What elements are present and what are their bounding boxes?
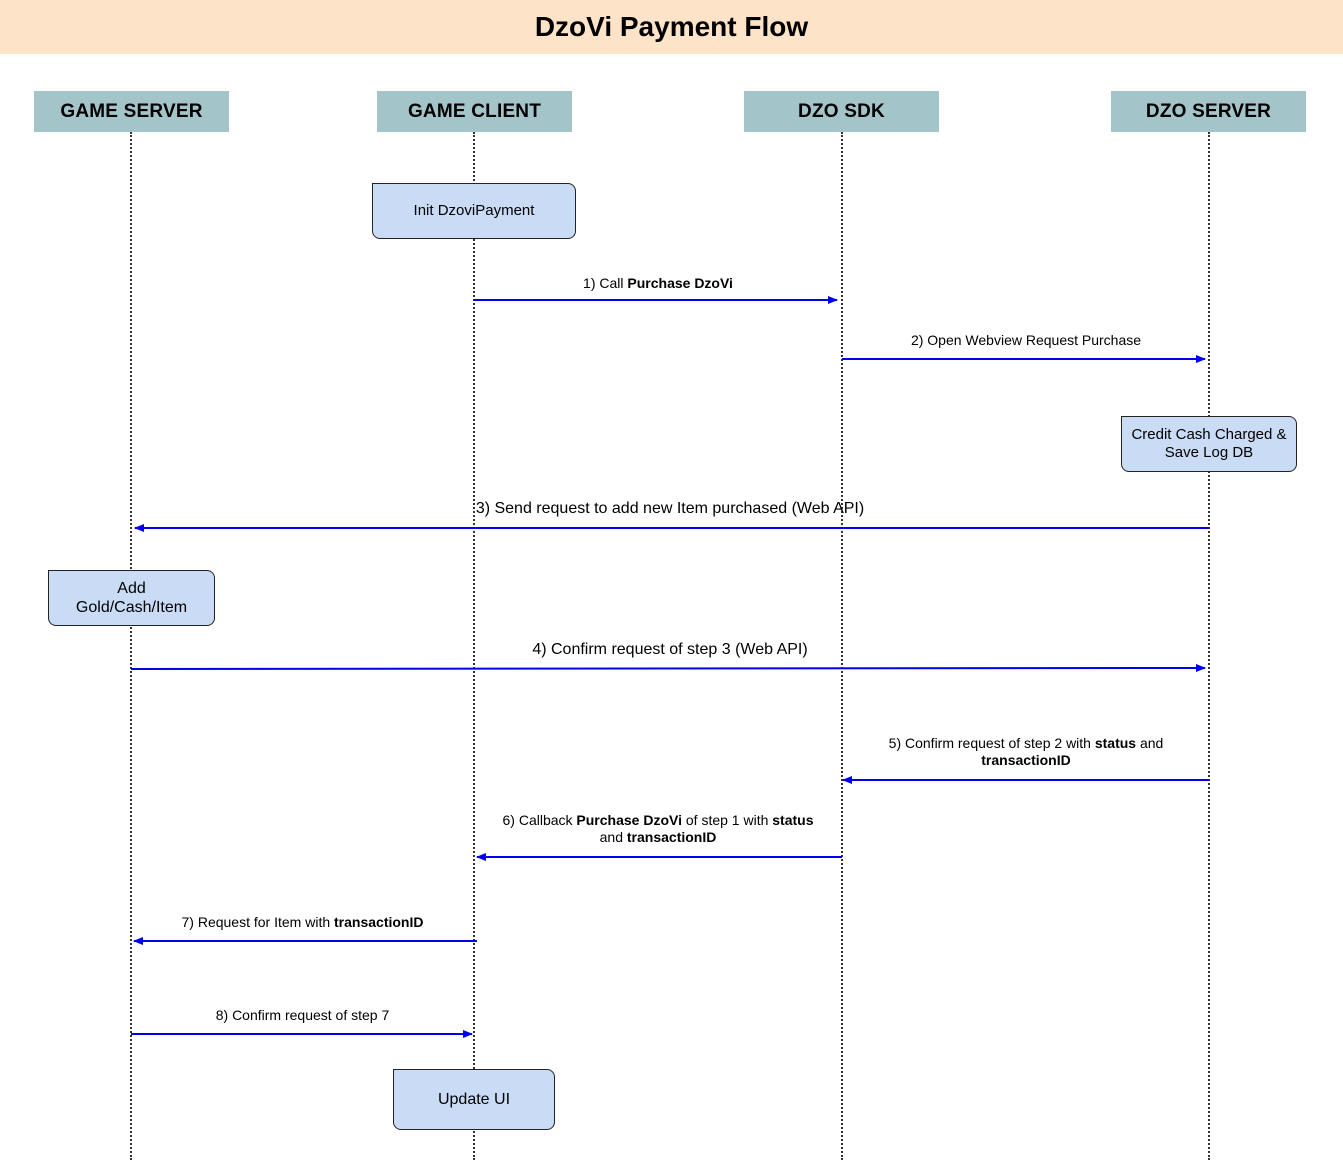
lifeline-game-server (130, 132, 132, 1160)
note-add-gold-cash-item: Add Gold/Cash/Item (48, 570, 215, 626)
note-init-dzovi-payment: Init DzoviPayment (372, 183, 576, 239)
lifeline-game-client (473, 132, 475, 1160)
message-7-label: 7) Request for Item with transactionID (181, 914, 424, 930)
diagram-title: DzoVi Payment Flow (534, 11, 809, 42)
participant-game-client: GAME CLIENT (377, 91, 572, 132)
title-bar: DzoVi Payment Flow (0, 0, 1343, 54)
message-1-label: 1) Call Purchase DzoVi (583, 275, 733, 291)
lifeline-dzo-sdk (841, 132, 843, 1160)
message-4-label: 4) Confirm request of step 3 (Web API) (532, 641, 808, 658)
message-5-label: 5) Confirm request of step 2 with status… (888, 735, 1164, 768)
participant-dzo-sdk: DZO SDK (744, 91, 939, 132)
note-credit-cash-charged: Credit Cash Charged & Save Log DB (1121, 416, 1297, 472)
note-update-ui: Update UI (393, 1069, 555, 1130)
participant-dzo-server: DZO SERVER (1111, 91, 1306, 132)
arrow-4 (130, 664, 1206, 673)
message-3-label: 3) Send request to add new Item purchase… (475, 500, 865, 517)
message-6-label: 6) Callback Purchase DzoVi of step 1 wit… (502, 812, 814, 845)
participant-game-server: GAME SERVER (34, 91, 229, 132)
message-8-label: 8) Confirm request of step 7 (215, 1007, 390, 1023)
lifeline-dzo-server (1208, 132, 1210, 1160)
message-2-label: 2) Open Webview Request Purchase (910, 332, 1142, 348)
